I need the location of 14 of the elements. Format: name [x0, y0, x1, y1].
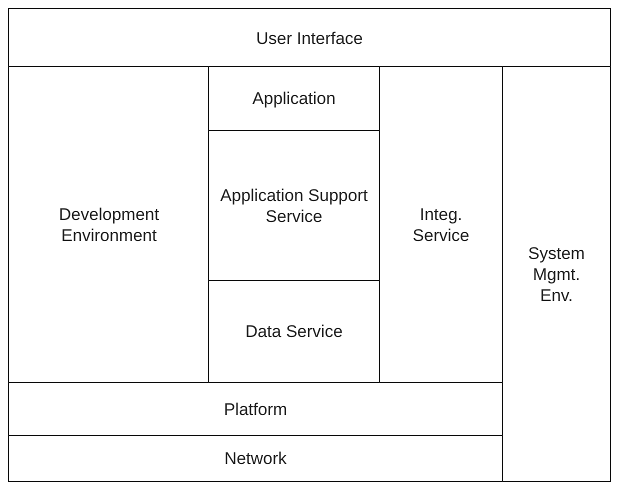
layer-label: Network: [224, 448, 287, 469]
layer-label: Integ. Service: [412, 204, 470, 246]
layer-box: [502, 66, 611, 482]
layer-label: Application: [252, 88, 336, 109]
layer-label: Data Service: [245, 321, 343, 342]
layer-box: [208, 66, 380, 131]
layer-label: Application Support Service: [219, 184, 369, 226]
layer-box: [8, 435, 503, 482]
layer-label: Platform: [224, 398, 288, 420]
layer-label: System Mgmt. Env.: [527, 242, 586, 306]
layer-box: [8, 8, 611, 68]
layer-box: [8, 66, 210, 383]
layer-label: Development Environment: [58, 204, 160, 246]
layer-label: User Interface: [256, 28, 363, 48]
